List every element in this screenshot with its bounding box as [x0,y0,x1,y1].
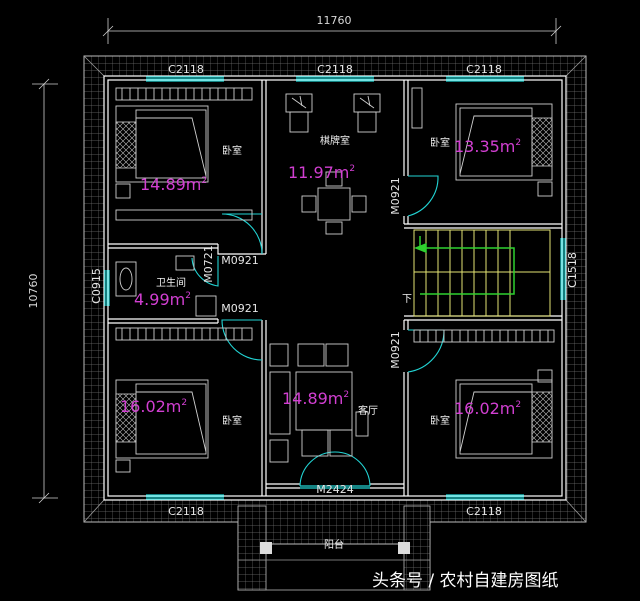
room-name-bedroom-br: 卧室 [430,414,450,427]
opening-labels: C2118 C2118 C2118 C2118 C2118 C0915 C151… [90,63,579,518]
area-bedroom-tl: 14.89m2 [140,175,207,194]
dimension-left: 10760 [27,78,58,504]
bed-top-left [115,87,253,221]
room-name-chess-room: 棋牌室 [320,134,350,147]
door-label-bathroom-lower: M0921 [221,302,259,315]
area-bedroom-bl: 16.02m2 [120,397,187,416]
room-areas: 14.89m2 11.97m2 13.35m2 4.99m2 16.02m2 1… [120,137,521,418]
window-label-bottom-left: C2118 [168,505,204,518]
window-label-top-center: C2118 [317,63,353,76]
door-label-bathroom-upper: M0721 [202,245,215,283]
overall-width-label: 11760 [317,14,352,27]
watermark-text: 头条号 / 农村自建房图纸 [372,571,559,591]
area-bathroom: 4.99m2 [134,290,191,309]
room-names: 卧室 棋牌室 卧室 卫生间 卧室 客厅 卧室 阳台 [156,134,450,551]
room-name-living-room: 客厅 [358,404,378,417]
bathroom-fixtures [115,255,217,317]
door-label-entrance: M2424 [316,483,354,496]
area-bedroom-tr: 13.35m2 [454,137,521,156]
window-label-right-stair: C1518 [566,252,579,288]
door-label-bedroom-tl: M0921 [221,254,259,267]
room-name-bathroom: 卫生间 [156,276,186,289]
room-name-bedroom-tr: 卧室 [430,136,450,149]
area-living-room: 14.89m2 [282,389,349,408]
chess-room-furniture [285,93,381,235]
window-label-bottom-right: C2118 [466,505,502,518]
staircase: 下 [402,229,551,317]
window-label-left-bathroom: C0915 [90,268,103,304]
window-label-top-left: C2118 [168,63,204,76]
area-chess-room: 11.97m2 [288,163,355,182]
doors [191,175,445,487]
door-label-bedroom-br: M0921 [389,331,402,369]
room-name-balcony: 阳台 [324,538,344,551]
stair-down-label: 下 [402,294,412,305]
bed-bottom-left [115,327,253,473]
exterior-walls [103,75,567,501]
bed-bottom-right [413,329,555,459]
area-bedroom-br: 16.02m2 [454,399,521,418]
window-label-top-right: C2118 [466,63,502,76]
dimension-top: 11760 [102,14,562,44]
living-room-furniture [269,343,369,463]
windows [104,76,566,500]
door-label-bedroom-tr: M0921 [389,177,402,215]
room-name-bedroom-tl: 卧室 [222,144,242,157]
room-name-bedroom-bl: 卧室 [222,414,242,427]
bed-top-right [411,87,553,197]
balcony-posts [260,542,410,554]
overall-depth-label: 10760 [27,274,40,309]
